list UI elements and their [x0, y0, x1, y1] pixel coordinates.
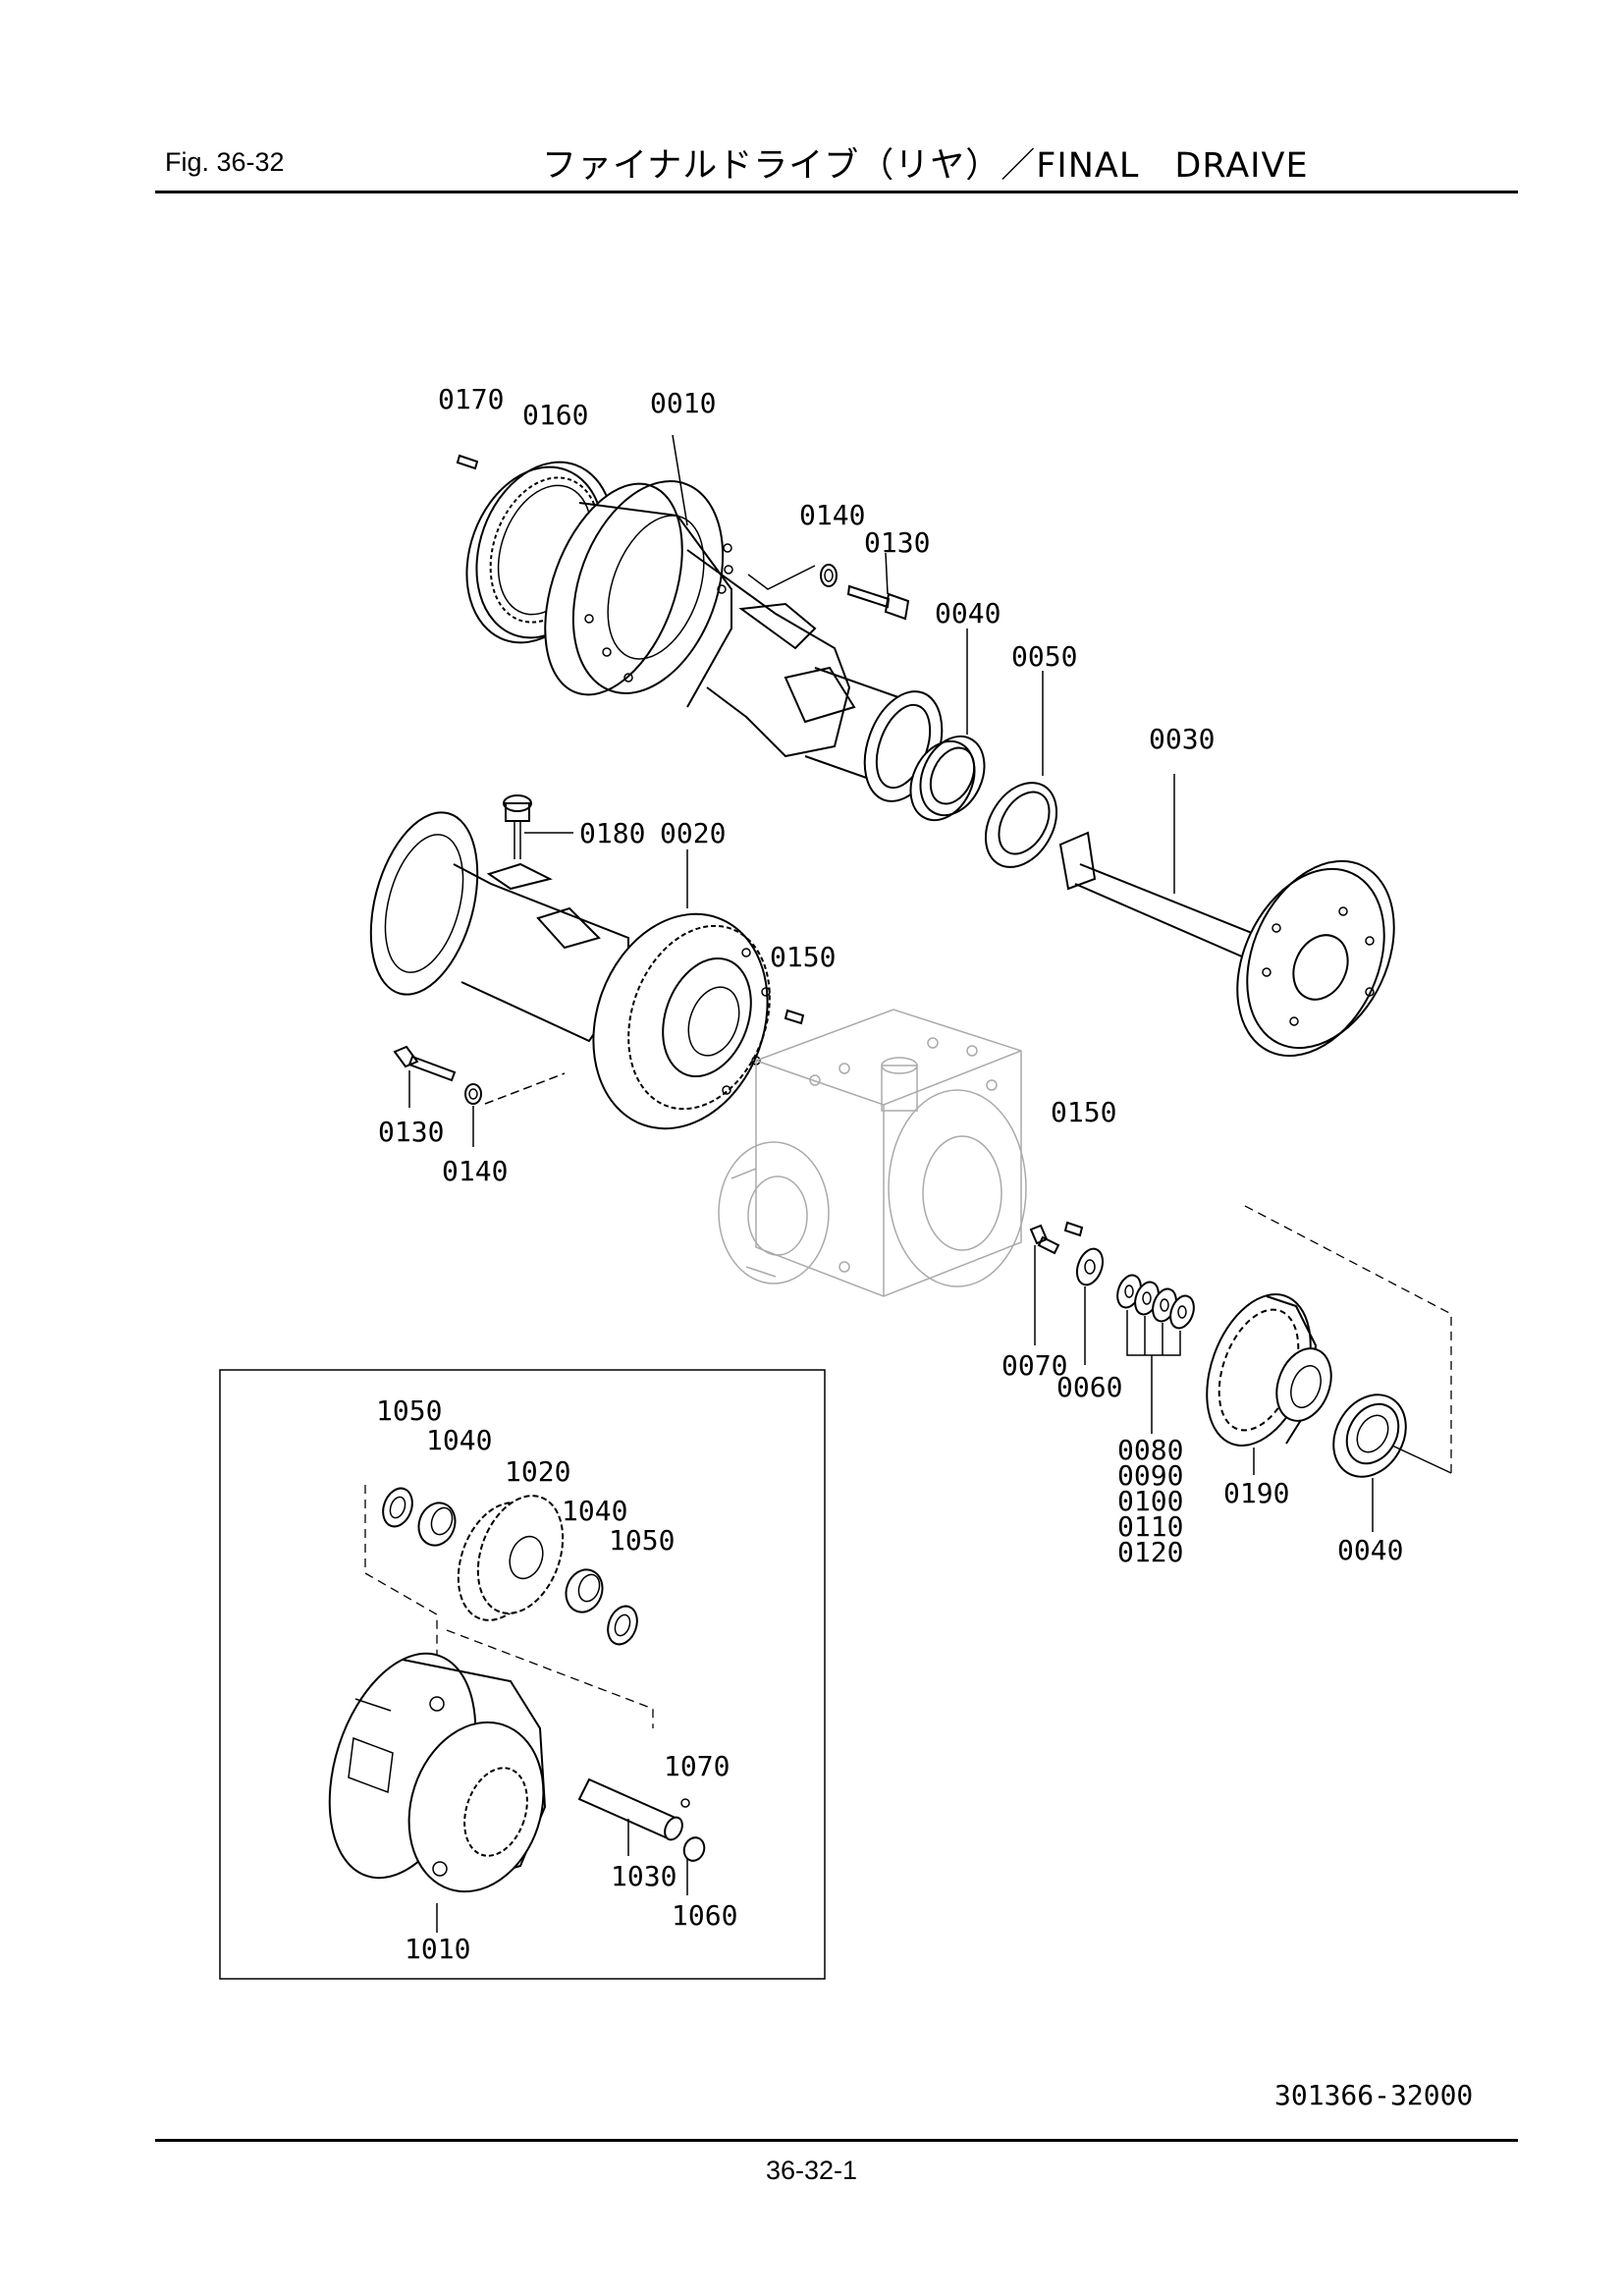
pin-0170: [456, 454, 479, 470]
housing-0020: [369, 811, 771, 1130]
bolt-0130-upper: [846, 552, 910, 621]
part-label-0110: 0110: [1117, 1510, 1183, 1543]
shims-0080-0120: [1116, 1274, 1195, 1434]
part-label-1050: 1050: [376, 1394, 442, 1427]
needle-bearing-1040-right: [565, 1568, 604, 1613]
dowel-pin-0150-lower: [1063, 1221, 1084, 1237]
pinion-gear-1020: [457, 1495, 565, 1621]
part-label-0050: 0050: [1011, 640, 1077, 673]
detail-inset-box: [219, 1369, 826, 1980]
part-label-0190: 0190: [1223, 1477, 1289, 1509]
part-label-1010: 1010: [405, 1933, 470, 1965]
washer-0060: [1075, 1247, 1105, 1365]
part-label-0170: 0170: [438, 383, 504, 415]
snap-ring-1060: [682, 1836, 706, 1895]
part-label-0150: 0150: [1051, 1096, 1116, 1128]
part-label-1050: 1050: [609, 1524, 675, 1557]
part-label-0060: 0060: [1056, 1371, 1122, 1403]
document-number: 301366-32000: [1274, 2079, 1474, 2111]
housing-0010: [544, 434, 944, 802]
part-label-0040: 0040: [935, 597, 1001, 629]
pin-1070: [680, 1798, 690, 1808]
part-label-1020: 1020: [505, 1455, 570, 1488]
axle-shaft-0030: [1058, 774, 1395, 1058]
part-label-0020: 0020: [660, 817, 726, 849]
bolt-0130-lower: [393, 1045, 457, 1108]
part-label-0130: 0130: [378, 1116, 444, 1148]
part-label-0030: 0030: [1149, 723, 1215, 755]
part-label-0180: 0180: [579, 817, 645, 849]
washer-0140-upper: [747, 564, 838, 590]
assembly-line-inset-left: [364, 1485, 438, 1669]
part-label-0070: 0070: [1001, 1349, 1067, 1382]
page-title: ファイナルドライブ（リヤ）／FINAL DRAIVE: [542, 146, 1309, 186]
part-label-0150: 0150: [770, 941, 836, 973]
assembly-line-right: [1244, 1205, 1452, 1473]
part-label-0090: 0090: [1117, 1459, 1183, 1492]
carrier-1010: [328, 1652, 547, 1893]
dowel-pin-0150-upper: [784, 1009, 805, 1025]
washer-0140-lower: [464, 1072, 566, 1147]
needle-bearing-1040-left: [417, 1502, 457, 1547]
part-label-0130: 0130: [864, 526, 930, 559]
part-label-1060: 1060: [672, 1899, 737, 1932]
part-label-1040: 1040: [426, 1424, 492, 1456]
part-label-0100: 0100: [1117, 1485, 1183, 1517]
washer-1050-right: [607, 1605, 638, 1646]
page-number: 36-32-1: [765, 2156, 858, 2185]
bolt-0070: [1029, 1224, 1060, 1345]
plug-0180: [503, 794, 573, 859]
part-label-0140: 0140: [442, 1155, 508, 1187]
part-label-0040: 0040: [1337, 1534, 1403, 1566]
header-rule: [155, 191, 1518, 193]
bearing-0040-upper: [909, 629, 986, 822]
bearing-0040-lower: [1332, 1394, 1452, 1532]
carrier-0190: [1206, 1293, 1332, 1475]
pin-1030: [577, 1777, 683, 1856]
seal-0050: [984, 671, 1058, 868]
figure-number: Fig. 36-32: [165, 147, 285, 177]
gearbox-reference: [718, 1009, 1027, 1297]
part-label-0140: 0140: [799, 499, 865, 531]
part-label-1070: 1070: [664, 1750, 730, 1782]
part-label-0160: 0160: [522, 399, 588, 431]
part-label-1040: 1040: [562, 1495, 627, 1527]
washer-1050-left: [382, 1487, 413, 1528]
part-label-0120: 0120: [1117, 1536, 1183, 1568]
footer-rule: [155, 2139, 1518, 2142]
part-label-1030: 1030: [611, 1860, 676, 1892]
part-label-0080: 0080: [1117, 1434, 1183, 1466]
part-label-0010: 0010: [650, 387, 716, 419]
